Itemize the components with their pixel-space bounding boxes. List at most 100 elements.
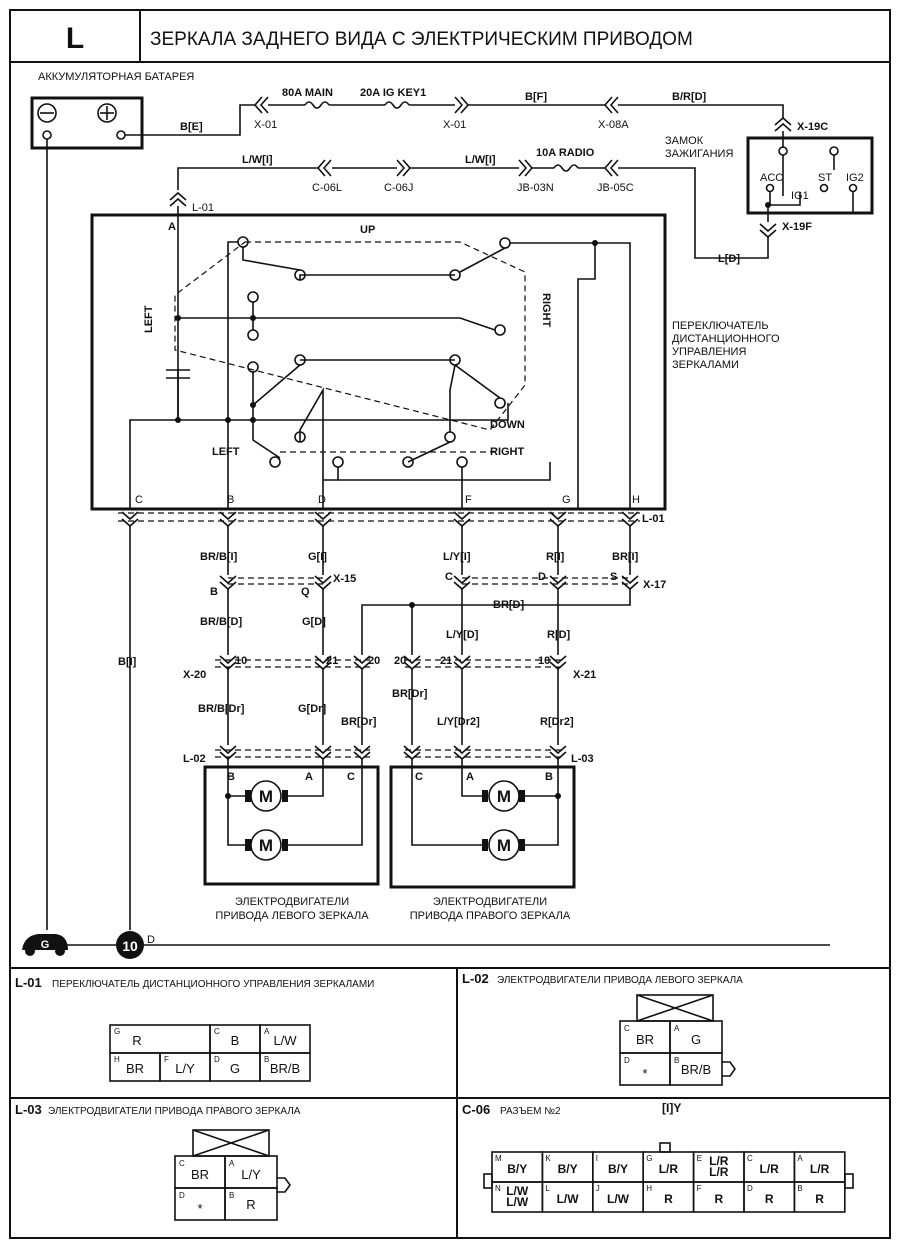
svg-text:B: B [231,1033,240,1048]
svg-text:B: B [229,1191,234,1200]
c06-cell-wire: B/Y [507,1162,527,1176]
switch-contacts [237,236,511,468]
svg-text:G: G [114,1027,120,1036]
wire-label-lw-1: L/W[I] [242,154,273,166]
connector-x08a [603,96,619,114]
c06-cell-wire: L/W [506,1184,529,1198]
connector-x01-label-2: X-01 [443,119,466,131]
svg-text:R: R [246,1197,255,1212]
wire-label-r-dr2: R[Dr2] [540,716,574,728]
left-motor-pin-a: A [305,771,313,783]
ignition-ig2: IG2 [846,172,864,184]
wire-label-ly-dr2: L/Y[Dr2] [437,716,480,728]
legend-l01-title: ПЕРЕКЛЮЧАТЕЛЬ ДИСТАНЦИОННОГО УПРАВЛЕНИЯ … [52,979,374,990]
switch-pin-h: H [632,494,640,506]
c06-cell-wire: B/Y [608,1162,628,1176]
legend-l01-connector: G R C B A L/W H BR F L/Y D G B BR/B [109,1024,311,1082]
ground-10-label: 10 [122,938,138,954]
c06-cell-wire: L/W [506,1195,529,1209]
c06-cell-pin: L [545,1184,550,1193]
switch-pin-c: C [135,494,143,506]
wire-label-br-b-i: BR/B[I] [200,551,238,563]
legend-l02-title: ЭЛЕКТРОДВИГАТЕЛИ ПРИВОДА ЛЕВОГО ЗЕРКАЛА [497,975,743,986]
svg-text:G: G [691,1032,701,1047]
ignition-label-2: ЗАЖИГАНИЯ [665,148,733,160]
wire-label-bf: B[F] [525,91,547,103]
c06-cell-wire: L/R [810,1162,830,1176]
connector-c06l [316,159,332,177]
switch-description: ПЕРЕКЛЮЧАТЕЛЬ ДИСТАНЦИОННОГО УПРАВЛЕНИЯ … [672,320,780,371]
mirror-switch-box [90,213,667,511]
x20-pin-10: 10 [235,655,247,667]
c06-cell-pin: C [747,1154,753,1163]
right-motor-pin-b: B [545,771,553,783]
right-motors-label-1: ЭЛЕКТРОДВИГАТЕЛИ [433,896,547,908]
c06-cell-wire: B/Y [558,1162,578,1176]
switch-pin-b: B [227,494,234,506]
ground-d-label: D [147,934,155,946]
connector-l03-label: L-03 [571,753,594,765]
wire-label-br-b-dr: BR/B[Dr] [198,703,245,715]
battery-label: АККУМУЛЯТОРНАЯ БАТАРЕЯ [38,71,194,83]
right-mirror-motors-box [389,765,576,889]
ignition-st: ST [818,172,832,184]
svg-text:*: * [642,1066,647,1081]
connector-x17-label: X-17 [643,579,666,591]
wire-label-lw-2: L/W[I] [465,154,496,166]
ignition-switch-box [746,136,874,215]
wire-label-g-dr: G[Dr] [298,703,326,715]
c06-cell-wire: L/R [760,1162,780,1176]
right-motor-2-icon [488,829,520,861]
svg-text:C: C [179,1159,185,1168]
connector-c06j-label: C-06J [384,182,413,194]
legend-l01-code: L-01 [15,975,42,990]
left-motors-label-1: ЭЛЕКТРОДВИГАТЕЛИ [235,896,349,908]
legend-l02-connector: C BR A G D * B BR/B [619,994,736,1086]
battery-box [30,96,144,150]
wire-label-r-i: R[I] [546,551,565,563]
svg-text:C: C [214,1027,220,1036]
fuse-radio-icon [553,164,579,172]
svg-text:L/W: L/W [273,1033,297,1048]
connector-x15 [219,575,332,591]
ground-10-icon: 10 [116,931,144,959]
c06-cell-pin: J [596,1184,600,1193]
svg-text:D: D [214,1055,220,1064]
svg-text:R: R [132,1033,141,1048]
c06-cell-wire: R [664,1192,673,1206]
wire-label-ly-i: L/Y[I] [443,551,471,563]
switch-desc-line-4: ЗЕРКАЛАМИ [672,359,739,371]
wire-label-br-dr-left: BR[Dr] [341,716,377,728]
wire-label-br-i: BR[I] [612,551,639,563]
connector-c06l-label: C-06L [312,182,342,194]
svg-text:D: D [179,1191,185,1200]
left-motor-pin-b: B [227,771,235,783]
left-motor-2-icon [250,829,282,861]
connector-jb03n [518,159,534,177]
svg-text:A: A [264,1027,270,1036]
svg-text:B: B [674,1056,679,1065]
wire-label-br-d: BR[D] [493,599,524,611]
connector-x19f [759,223,777,239]
connector-x01-left [253,96,269,114]
c06-cell-wire: R [714,1192,723,1206]
right-motor-1-icon [488,780,520,812]
connector-l01-top-label: L-01 [192,202,214,214]
legend-l03-title: ЭЛЕКТРОДВИГАТЕЛИ ПРИВОДА ПРАВОГО ЗЕРКАЛА [48,1106,301,1117]
wire-label-be: B[E] [180,121,203,133]
svg-text:BR: BR [191,1167,209,1182]
left-motor-2-symbol: M [259,836,273,855]
switch-up-label: UP [360,224,375,236]
switch-pin-a: A [168,221,176,233]
svg-text:A: A [229,1159,235,1168]
wire-label-ld: L[D] [718,253,740,265]
x15-pin-b: B [210,586,218,598]
svg-text:BR/B: BR/B [270,1061,300,1076]
fuse-ig-key-label: 20A IG KEY1 [360,87,426,99]
x21-pin-21: 21 [440,655,452,667]
switch-left-label: LEFT [212,446,240,458]
c06-cell-pin: D [747,1184,753,1193]
c06-cell-pin: H [646,1184,652,1193]
